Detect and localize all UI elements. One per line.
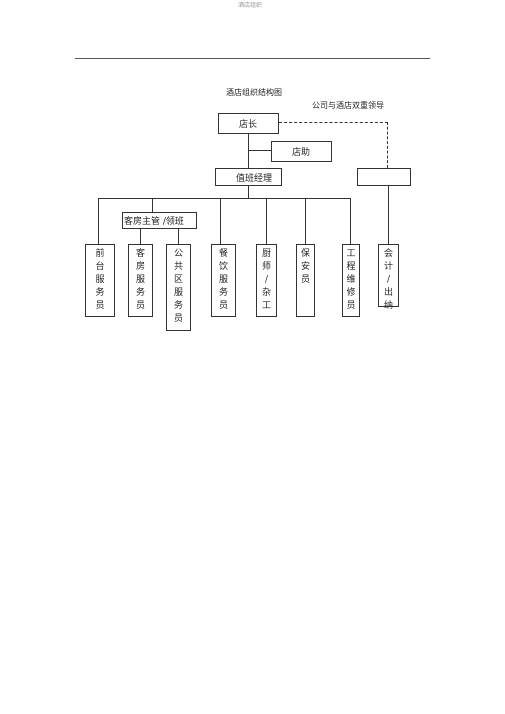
staff-char: 服 [95,275,105,285]
staff-box-kitchen: 厨师 / 杂工 [256,244,277,317]
staff-char: 台 [95,262,105,272]
staff-char: 纳 [383,301,393,311]
company-leadership-box [357,168,411,186]
staff-char: 前 [95,249,105,259]
staff-box-front-desk: 前台服务员 [85,244,115,317]
staff-box-food-service: 餐饮服务员 [211,244,236,317]
page-header-text: 酒店组织 [238,2,263,9]
staff-char: 务 [135,288,145,298]
staff-char: / [264,275,269,285]
staff-char: 饮 [218,262,228,272]
staff-char: 客 [135,249,145,259]
staff-box-accounting: 会计 / 出纳 [378,244,399,311]
staff-char: 工 [346,249,356,259]
staff-char: 务 [95,288,105,298]
staff-char: 厨 [261,249,271,259]
staff-char: 杂 [261,288,271,298]
staff-char: 务 [218,288,228,298]
staff-char: 保 [300,249,310,259]
connector-kitchen [266,198,267,244]
staff-char: 房 [135,262,145,272]
housekeeping-supervisor-box: 客房主管 /领班 [122,212,197,229]
staff-char: 程 [346,262,356,272]
staff-char: 员 [300,275,310,285]
duty-manager-label: 值班经理 [236,173,273,184]
header-rule [75,58,430,59]
dual-leadership-note: 公司与酒店双重领导 [312,101,384,110]
staff-box-public-area: 公共区服务员 [166,244,191,331]
chart-title: 酒店组织结构图 [226,88,282,97]
dashed-link-horizontal [279,122,388,123]
staff-char: 修 [346,288,356,298]
connector-public-area [178,229,179,244]
connector-duty-down [248,186,249,199]
staff-char: 师 [261,262,271,272]
connector-front-desk [98,198,99,244]
staff-char: 安 [300,262,310,272]
housekeeping-supervisor-label: 客房主管 /领班 [124,217,184,227]
manager-box: 店长 [218,113,279,134]
connector-food-service [220,198,221,244]
staff-box-security: 保安员 [296,244,315,317]
connector-room-attendant [140,229,141,244]
staff-char: 餐 [218,249,228,259]
staff-char: 出 [383,288,393,298]
dashed-link-vertical [387,122,388,168]
staff-char: 员 [218,301,228,311]
staff-char: 员 [95,301,105,311]
staff-char: 服 [218,275,228,285]
staff-char: 服 [135,275,145,285]
staff-char: 共 [173,262,183,272]
duty-manager-box: 值班经理 [215,168,282,186]
assistant-label: 店助 [292,148,311,158]
connector-security [305,198,306,244]
connector-manager-to-duty [248,134,249,168]
staff-char: / [386,275,391,285]
staff-char: 员 [173,314,183,324]
staff-char: 维 [346,275,356,285]
connector-company-to-accounting [388,186,389,244]
staff-char: 计 [383,262,393,272]
connector-horizontal-bus [98,198,350,199]
connector-engineering [350,198,351,244]
staff-char: 员 [346,301,356,311]
assistant-box: 店助 [271,141,332,162]
staff-char: 工 [261,301,271,311]
staff-char: 公 [173,249,183,259]
staff-char: 区 [173,275,183,285]
connector-to-assistant [248,150,271,151]
staff-char: 服 [173,288,183,298]
staff-box-engineering: 工程维修员 [342,244,360,317]
manager-label: 店长 [239,120,258,130]
staff-char: 会 [383,249,393,259]
connector-supervisor [152,198,153,212]
staff-char: 员 [135,301,145,311]
staff-box-room-attendant: 客房服务员 [128,244,153,317]
staff-char: 务 [173,301,183,311]
